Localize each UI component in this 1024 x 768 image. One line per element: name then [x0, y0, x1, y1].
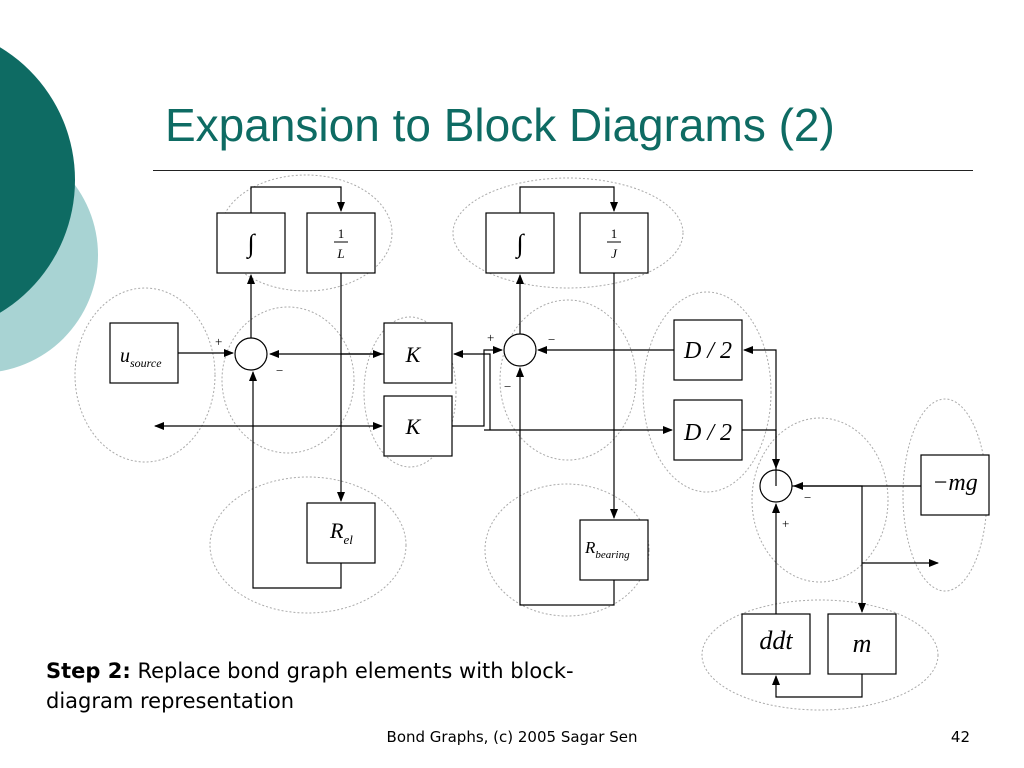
group-junction-2 — [499, 299, 637, 461]
d2-block-bottom — [673, 399, 743, 461]
r-el-label: Rel — [329, 518, 353, 547]
sign-sum3-minus: − — [804, 490, 811, 505]
sign-sum2-minus-right: − — [548, 332, 555, 347]
sign-sum1-minus: − — [276, 363, 283, 378]
line-d2bottom-to-sum3 — [742, 429, 780, 469]
group-junction-1 — [221, 306, 355, 454]
neg-mg-label: −mg — [932, 470, 978, 496]
sign-sum3-plus: + — [782, 516, 789, 531]
integrator-2-label: ∫ — [514, 229, 525, 259]
line-rel-feedback — [249, 371, 342, 589]
inv-l-denominator: L — [336, 246, 344, 261]
group-mass — [701, 599, 939, 711]
group-gyrator — [363, 316, 457, 468]
integrator-block-2 — [485, 212, 555, 274]
step-description: Step 2: Replace bond graph elements with… — [46, 656, 646, 716]
k-block-bottom — [383, 395, 453, 457]
line-rbearing-feedback — [516, 367, 615, 606]
step-text: Replace bond graph elements with block-d… — [46, 659, 574, 713]
sign-sum2-plus: + — [487, 330, 494, 345]
inv-l-numerator: 1 — [338, 226, 345, 241]
integrator-1-label: ∫ — [245, 229, 256, 259]
r-el-block — [306, 502, 376, 564]
group-r-el — [209, 476, 407, 614]
group-inertia — [452, 177, 684, 289]
step-label: Step 2: — [46, 659, 131, 683]
line-k-bottom-to-sum2 — [452, 346, 503, 427]
group-junction-3 — [751, 417, 889, 583]
d2-bottom-label: D / 2 — [683, 420, 732, 446]
decorative-circles — [0, 47, 98, 372]
ddt-label: ddt — [759, 626, 793, 655]
line-mass-velocity-to-d2top — [743, 346, 777, 486]
group-r-bearing — [484, 483, 650, 617]
inverse-l-block — [306, 212, 376, 274]
d2-top-label: D / 2 — [683, 338, 732, 364]
dark-circle — [0, 47, 75, 313]
line-integrator2-to-invJ — [519, 186, 618, 213]
line-m-to-ddt — [772, 674, 863, 698]
inv-j-numerator: 1 — [611, 226, 618, 241]
line-integrator1-to-invL — [250, 186, 345, 213]
k-top-label: K — [405, 342, 422, 367]
sign-sum1-plus: + — [215, 334, 222, 349]
inverse-j-block — [579, 212, 649, 274]
ddt-block — [741, 613, 811, 675]
group-u-source — [74, 287, 216, 463]
title-divider — [153, 170, 973, 171]
r-bearing-label: Rbearing — [584, 538, 630, 561]
footer-text: Bond Graphs, (c) 2005 Sagar Sen — [386, 728, 638, 746]
m-label: m — [853, 629, 872, 658]
page-title: Expansion to Block Diagrams (2) — [165, 99, 835, 151]
inv-j-denominator: J — [611, 246, 618, 261]
group-transformer — [642, 291, 772, 493]
sign-sum2-minus-bottom: − — [504, 379, 511, 394]
line-sum3-to-m — [792, 485, 866, 613]
k-block-top — [383, 322, 453, 384]
group-inductor — [219, 174, 393, 292]
page-number: 42 — [950, 728, 970, 746]
d2-block-top — [673, 319, 743, 381]
k-bottom-label: K — [405, 414, 422, 439]
u-source-label: usource — [120, 345, 162, 370]
u-source-block — [109, 322, 179, 384]
m-block — [827, 613, 897, 675]
integrator-block-1 — [216, 212, 286, 274]
summing-junction-2 — [503, 333, 537, 367]
line-tap-to-k-top-mech — [453, 350, 491, 430]
signal-lines — [154, 186, 939, 698]
neg-mg-block — [920, 454, 990, 516]
summing-junction-1 — [234, 337, 268, 371]
block-diagram: ∫ 1 L ∫ 1 J usource K K D / 2 D / 2 Rel … — [74, 174, 990, 711]
